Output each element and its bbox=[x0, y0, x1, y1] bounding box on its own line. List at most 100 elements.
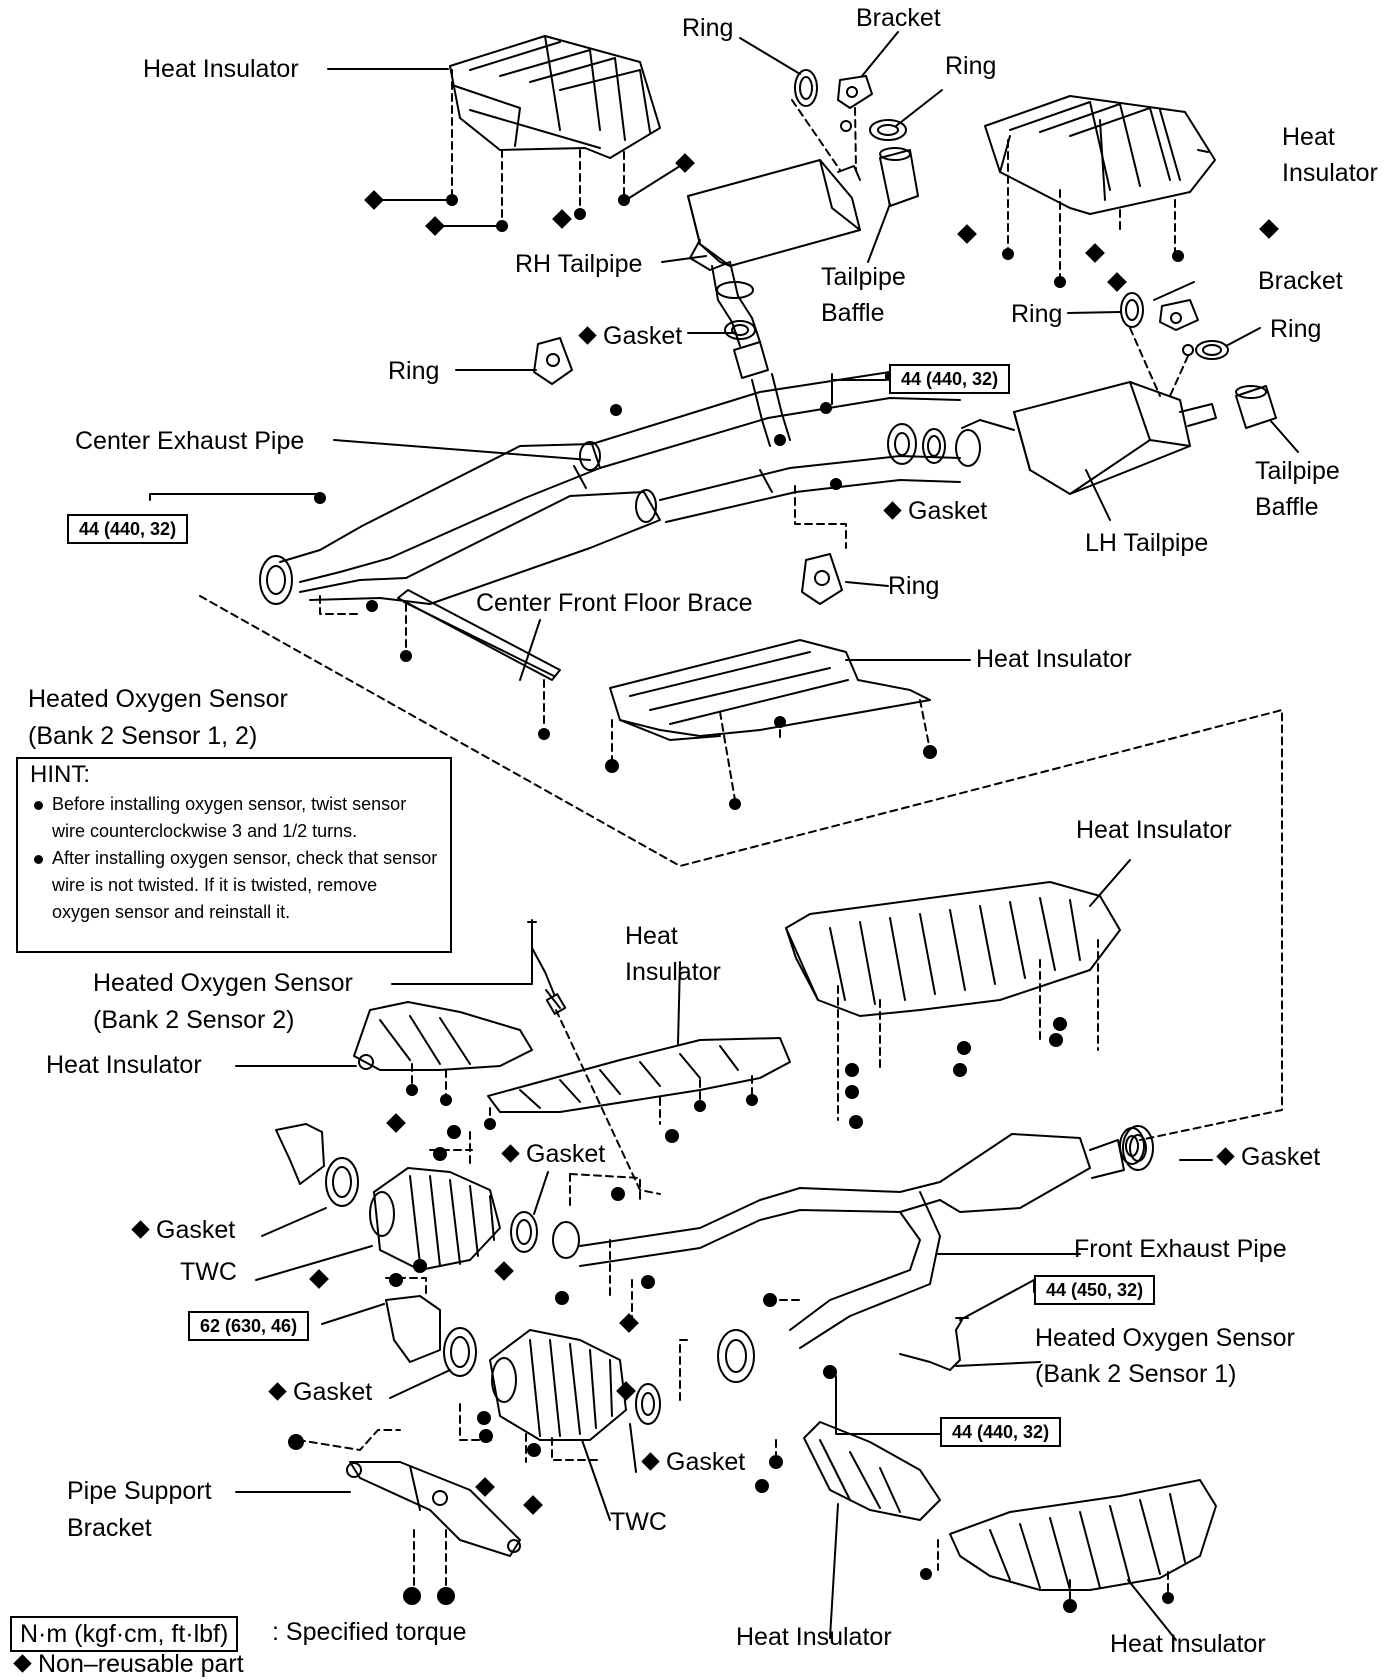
label-hos-bank2-s2-2: (Bank 2 Sensor 2) bbox=[93, 1006, 295, 1034]
torque-spec-twc: 62 (630, 46) bbox=[188, 1311, 310, 1341]
label-gasket-lower-left: Gasket bbox=[267, 1376, 372, 1408]
twc-part-lower bbox=[385, 1295, 661, 1441]
label-center-front-floor-brace: Center Front Floor Brace bbox=[476, 589, 753, 617]
hint-list: Before installing oxygen sensor, twist s… bbox=[30, 791, 440, 926]
label-tailpipe-baffle-2: Baffle bbox=[821, 299, 885, 327]
twc-part-upper bbox=[275, 1123, 501, 1271]
tailpipe-baffle-part-right bbox=[1235, 385, 1277, 429]
torque-spec-front-lower: 44 (440, 32) bbox=[940, 1417, 1062, 1447]
label-bracket-top: Bracket bbox=[856, 4, 941, 32]
ring-part-left bbox=[533, 337, 573, 385]
label-hos-bank2-s1-2: (Bank 2 Sensor 1) bbox=[1035, 1360, 1237, 1388]
label-heat-insulator-mid-1: Heat bbox=[625, 922, 678, 950]
rh-tailpipe-downpipe bbox=[711, 261, 791, 447]
ring-part-top bbox=[794, 69, 818, 107]
label-ring-right: Ring bbox=[1270, 315, 1322, 343]
label-heat-insulator-top-right-2: Insulator bbox=[1282, 159, 1378, 187]
label-ring-left: Ring bbox=[388, 357, 440, 385]
oxygen-sensor-part-s2 bbox=[527, 919, 567, 1015]
leader-lines-lower bbox=[235, 859, 1213, 1641]
label-tailpipe-baffle-right-1: Tailpipe bbox=[1255, 457, 1340, 485]
ring-part-top-right bbox=[869, 119, 907, 141]
label-hos-bank2-s2-1: Heated Oxygen Sensor bbox=[93, 969, 353, 997]
gasket-part-right bbox=[1122, 1125, 1154, 1171]
label-heat-insulator-mid-2: Insulator bbox=[625, 958, 721, 986]
label-twc-upper: TWC bbox=[180, 1258, 237, 1286]
ring-part-right bbox=[1120, 292, 1144, 328]
label-pipe-support-bracket-1: Pipe Support bbox=[67, 1477, 212, 1505]
bolts-upper bbox=[314, 194, 1184, 810]
heat-insulator-part-top-left bbox=[449, 35, 661, 159]
bullet-icon bbox=[34, 801, 43, 810]
label-hos-bank2-s1-1: Heated Oxygen Sensor bbox=[1035, 1324, 1295, 1352]
label-heat-insulator-bottom-mid: Heat Insulator bbox=[736, 1623, 892, 1651]
dashed-leaders-upper bbox=[199, 69, 1283, 1141]
label-gasket-lower: Gasket bbox=[640, 1446, 745, 1478]
non-reusable-icon bbox=[501, 1144, 520, 1164]
label-heat-insulator-top-left: Heat Insulator bbox=[143, 55, 299, 83]
torque-spec-front-upper: 44 (450, 32) bbox=[1034, 1275, 1156, 1305]
label-heat-insulator-top-right-1: Heat bbox=[1282, 123, 1335, 151]
label-twc-lower: TWC bbox=[610, 1508, 667, 1536]
center-front-floor-brace-part bbox=[397, 589, 561, 681]
label-front-exhaust-pipe: Front Exhaust Pipe bbox=[1074, 1235, 1287, 1263]
rh-muffler bbox=[687, 159, 861, 271]
bullet-icon bbox=[34, 855, 43, 864]
heat-insulator-part-bottom-right bbox=[949, 1479, 1217, 1591]
label-gasket-left: Gasket bbox=[130, 1214, 235, 1246]
label-center-exhaust-pipe: Center Exhaust Pipe bbox=[75, 427, 305, 455]
non-reusable-icon bbox=[13, 1654, 32, 1674]
label-hos-bank2-s12-2: (Bank 2 Sensor 1, 2) bbox=[28, 722, 258, 750]
bolts-lower bbox=[288, 1017, 1174, 1613]
hint-item: After installing oxygen sensor, check th… bbox=[30, 845, 440, 926]
non-reusable-icon bbox=[1216, 1147, 1235, 1167]
non-reusable-icon bbox=[641, 1452, 660, 1472]
torque-spec-center-left: 44 (440, 32) bbox=[67, 514, 189, 544]
heat-insulator-part-mid bbox=[487, 1037, 791, 1113]
label-gasket-center: Gasket bbox=[882, 495, 987, 527]
hint-box: HINT: Before installing oxygen sensor, t… bbox=[16, 757, 452, 953]
legend-non-reusable: Non–reusable part bbox=[12, 1648, 244, 1680]
heat-insulator-part-bottom-mid bbox=[803, 1421, 941, 1521]
label-tailpipe-baffle-right-2: Baffle bbox=[1255, 493, 1319, 521]
label-ring-top-right: Ring bbox=[945, 52, 997, 80]
gasket-parts-mid bbox=[510, 1211, 580, 1259]
label-lh-tailpipe: LH Tailpipe bbox=[1085, 529, 1209, 557]
legend-unit-text: : Specified torque bbox=[272, 1618, 467, 1646]
heat-insulator-part-top-right bbox=[984, 95, 1216, 215]
heat-insulator-part-mid-right bbox=[785, 881, 1121, 1017]
label-rh-tailpipe: RH Tailpipe bbox=[515, 250, 643, 278]
hint-title: HINT: bbox=[30, 761, 90, 788]
non-reusable-icon bbox=[883, 501, 902, 521]
label-heat-insulator-bottom-right: Heat Insulator bbox=[1110, 1630, 1266, 1658]
label-ring-top: Ring bbox=[682, 14, 734, 42]
tailpipe-baffle-part-top bbox=[879, 147, 919, 207]
leader-lines-upper bbox=[149, 31, 1299, 681]
non-reusable-icon bbox=[578, 326, 597, 346]
non-reusable-icon bbox=[131, 1220, 150, 1240]
heat-insulator-part-left bbox=[353, 1001, 533, 1071]
label-gasket-mid: Gasket bbox=[500, 1138, 605, 1170]
oxygen-sensor-part-s1 bbox=[899, 1317, 969, 1371]
label-pipe-support-bracket-2: Bracket bbox=[67, 1514, 152, 1542]
label-ring-right-left: Ring bbox=[1011, 300, 1063, 328]
label-gasket-rh: Gasket bbox=[577, 320, 682, 352]
bracket-part-right bbox=[1159, 299, 1199, 356]
label-gasket-right: Gasket bbox=[1215, 1141, 1320, 1173]
pipe-support-bracket-part bbox=[346, 1461, 521, 1557]
label-tailpipe-baffle-1: Tailpipe bbox=[821, 263, 906, 291]
lh-muffler bbox=[961, 381, 1217, 495]
legend-unit-box: N·m (kgf·cm, ft·lbf) bbox=[10, 1616, 239, 1652]
ring-part-right-small bbox=[1195, 340, 1229, 360]
label-heat-insulator-left: Heat Insulator bbox=[46, 1051, 202, 1079]
label-heat-insulator-mid-right: Heat Insulator bbox=[1076, 816, 1232, 844]
label-heat-insulator-floor: Heat Insulator bbox=[976, 645, 1132, 673]
ring-part-bottom-center bbox=[801, 553, 843, 605]
non-reusable-markers-lower bbox=[309, 1113, 639, 1515]
torque-spec-center-right: 44 (440, 32) bbox=[889, 364, 1011, 394]
label-hos-bank2-s12-1: Heated Oxygen Sensor bbox=[28, 685, 288, 713]
hint-item: Before installing oxygen sensor, twist s… bbox=[30, 791, 440, 845]
torque-leader-center bbox=[831, 373, 887, 381]
heat-insulator-part-floor bbox=[609, 639, 931, 741]
